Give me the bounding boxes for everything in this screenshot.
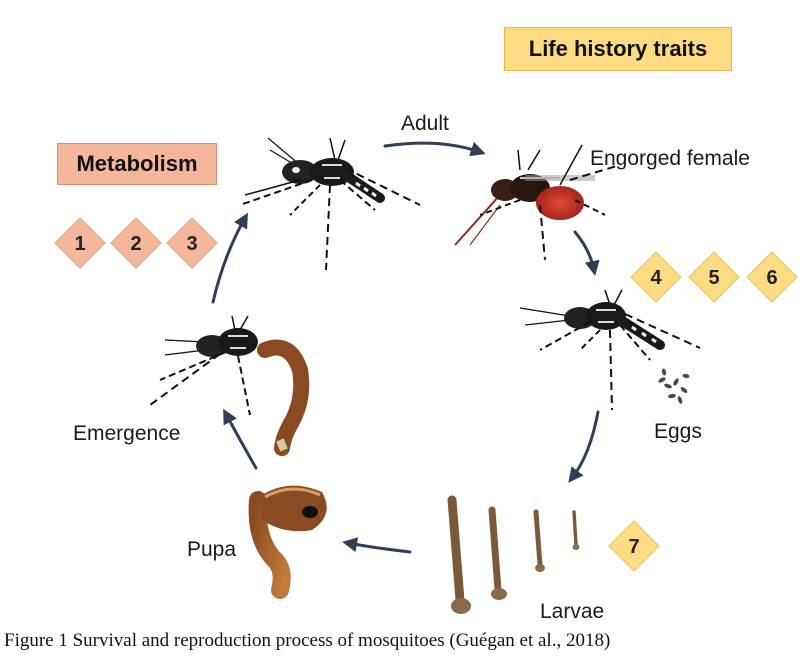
svg-text:7: 7 <box>628 536 639 558</box>
svg-text:4: 4 <box>650 267 662 289</box>
diamond-5: 5 <box>688 251 740 303</box>
diamond-3: 3 <box>166 217 218 269</box>
egg-laying-female-image <box>519 289 701 411</box>
label-engorged-female: Engorged female <box>590 147 750 170</box>
label-adult: Adult <box>401 112 449 135</box>
arrow-larvae-to-pupa <box>342 537 412 554</box>
svg-text:3: 3 <box>186 233 197 255</box>
diamond-4: 4 <box>630 251 682 303</box>
arrow-eggs-to-larvae <box>568 410 600 483</box>
eggs-image <box>658 368 690 404</box>
svg-text:6: 6 <box>766 267 777 289</box>
figure-caption: Figure 1 Survival and reproduction proce… <box>4 630 611 651</box>
diamond-7: 7 <box>608 520 660 572</box>
metabolism-header: Metabolism <box>57 143 217 185</box>
emergence-image <box>149 315 310 456</box>
svg-text:5: 5 <box>708 267 719 289</box>
label-emergence: Emergence <box>73 422 180 445</box>
adult-mosquito-image <box>239 137 421 271</box>
label-larvae: Larvae <box>540 600 604 623</box>
life-history-traits-header: Life history traits <box>504 27 732 71</box>
arrow-emergence-to-adult <box>211 212 248 304</box>
diamond-1: 1 <box>54 217 106 269</box>
svg-text:1: 1 <box>74 233 85 255</box>
cycle-arrows <box>211 141 600 554</box>
pupa-image <box>248 485 327 599</box>
arrow-engorged-to-egglaying <box>573 230 600 276</box>
diamond-6: 6 <box>746 251 798 303</box>
arrow-pupa-to-emergence <box>223 408 258 470</box>
larvae-image <box>447 495 580 614</box>
diamond-2: 2 <box>110 217 162 269</box>
label-eggs: Eggs <box>654 420 702 443</box>
label-pupa: Pupa <box>187 538 236 561</box>
arrow-adult-to-engorged <box>383 141 486 157</box>
svg-text:2: 2 <box>130 233 141 255</box>
engorged-female-image <box>454 144 621 261</box>
